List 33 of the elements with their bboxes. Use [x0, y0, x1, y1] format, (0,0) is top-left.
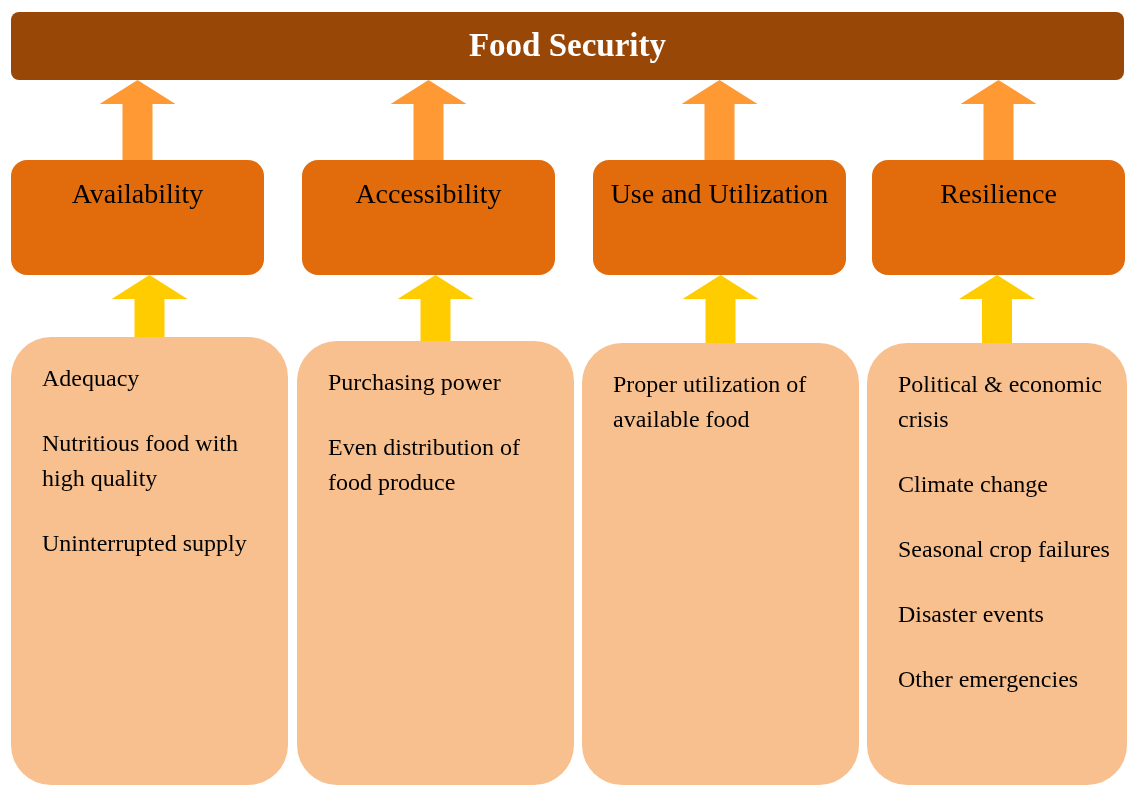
list-item: Seasonal crop failures	[898, 535, 1111, 564]
list-item: Climate change	[898, 470, 1049, 499]
category-box	[302, 160, 555, 275]
list-item: Disaster events	[898, 600, 1045, 629]
list-item: Other emergencies	[898, 665, 1080, 694]
block-arrow	[390, 80, 467, 160]
block-arrow	[681, 80, 758, 160]
list-item: Purchasing power	[328, 368, 502, 397]
list-item: Uninterrupted supply	[42, 529, 248, 558]
category-box	[593, 160, 846, 275]
list-item: Nutritious food with high quality	[42, 429, 239, 493]
category-box	[872, 160, 1125, 275]
category-label: Use and Utilization	[610, 177, 829, 211]
block-arrow	[111, 275, 188, 337]
block-arrow	[397, 275, 474, 341]
list-item: Adequacy	[42, 364, 141, 393]
category-label: Accessibility	[355, 177, 502, 211]
list-item: Political & economic crisis	[898, 370, 1103, 434]
list-item: Even distribution of food produce	[328, 433, 521, 497]
detail-panel	[582, 343, 859, 785]
category-box	[11, 160, 264, 275]
title-bar	[11, 12, 1124, 80]
category-label: Availability	[71, 177, 204, 211]
block-arrow	[682, 275, 759, 343]
detail-panel	[867, 343, 1127, 785]
title-text: Food Security	[468, 26, 667, 66]
detail-panel	[11, 337, 288, 785]
list-item: Proper utilization of available food	[613, 370, 808, 434]
category-label: Resilience	[940, 177, 1057, 211]
block-arrow	[959, 275, 1035, 343]
detail-panel	[297, 341, 574, 785]
block-arrow	[99, 80, 176, 160]
block-arrow	[960, 80, 1037, 160]
